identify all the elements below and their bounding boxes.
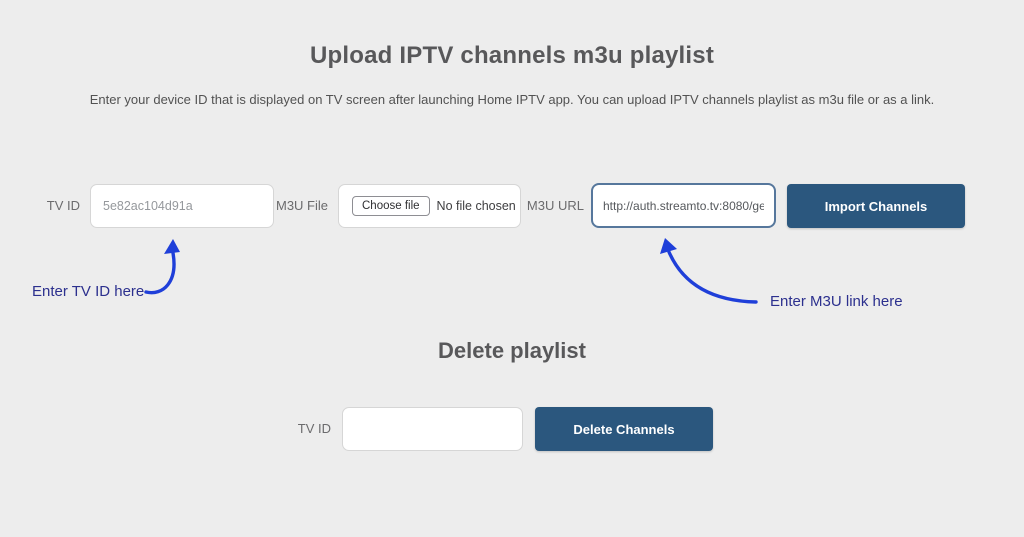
tv-id-arrow xyxy=(144,251,176,295)
m3u-file-input[interactable]: Choose file No file chosen xyxy=(338,184,521,228)
import-channels-button[interactable]: Import Channels xyxy=(787,184,965,228)
tv-id-hint-text: Enter TV ID here xyxy=(32,283,145,300)
delete-tv-id-input[interactable] xyxy=(342,407,523,451)
choose-file-button[interactable]: Choose file xyxy=(352,196,430,216)
m3u-link-arrowhead xyxy=(660,238,677,254)
delete-section-title: Delete playlist xyxy=(438,338,586,363)
m3u-file-label: M3U File xyxy=(275,198,328,213)
m3u-link-arrow xyxy=(667,250,758,304)
tv-id-input[interactable] xyxy=(90,184,274,228)
m3u-url-label: M3U URL xyxy=(526,198,584,213)
delete-channels-button[interactable]: Delete Channels xyxy=(535,407,713,451)
page-title: Upload IPTV channels m3u playlist xyxy=(309,42,715,69)
tv-id-label: TV ID xyxy=(46,198,80,213)
page-subtitle: Enter your device ID that is displayed o… xyxy=(89,92,935,107)
tv-id-arrowhead xyxy=(164,239,180,254)
delete-tv-id-label: TV ID xyxy=(297,421,331,436)
m3u-hint-text: Enter M3U link here xyxy=(770,293,903,310)
file-status-text: No file chosen xyxy=(436,199,516,213)
m3u-url-input[interactable] xyxy=(591,183,776,228)
